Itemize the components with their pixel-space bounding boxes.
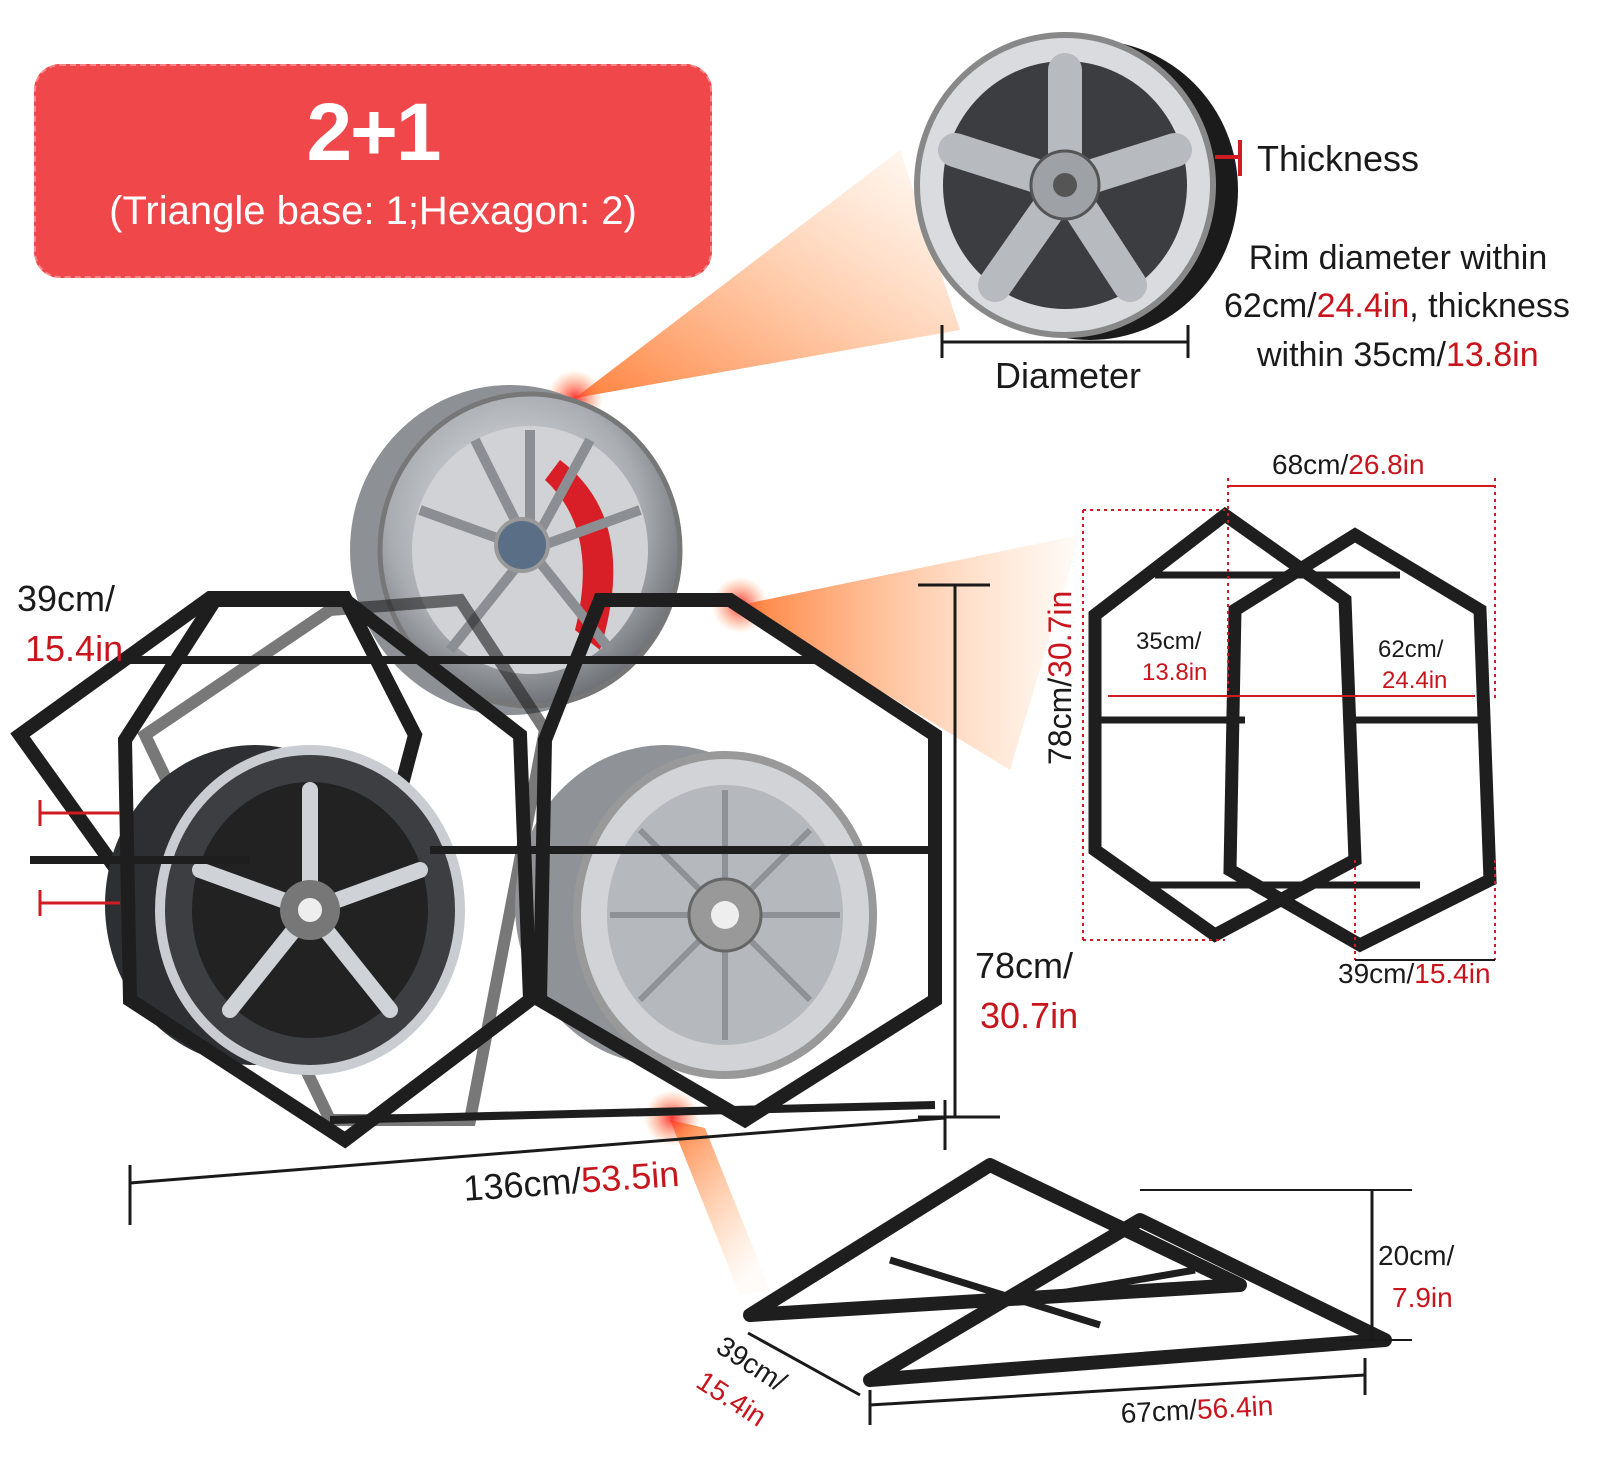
beam-to-wheel	[575, 150, 960, 398]
rim-spec-line-3: within 35cm/13.8in	[1257, 336, 1539, 374]
beam-to-triangle	[670, 1120, 770, 1295]
hexagon-inner-dia-in: 24.4in	[1382, 667, 1448, 694]
triangle-base-icon	[743, 1158, 1412, 1425]
rack-height-cm: 78cm/	[975, 945, 1074, 986]
triangle-height-cm: 20cm/	[1378, 1240, 1455, 1271]
hexagon-inner-depth-cm: 35cm/	[1136, 628, 1202, 655]
hexagon-width: 68cm/26.8in	[1272, 449, 1425, 480]
hexagon-inner-depth-in: 13.8in	[1142, 659, 1208, 686]
thickness-label: Thickness	[1257, 138, 1420, 179]
hexagon-inner-dia-cm: 62cm/	[1378, 636, 1444, 663]
rack-depth-in: 15.4in	[25, 628, 124, 669]
bundle-title: 2+1	[306, 87, 441, 178]
triangle-height-in: 7.9in	[1392, 1282, 1453, 1313]
wheel-rim-icon	[914, 32, 1242, 358]
rack-depth-cm: 39cm/	[17, 578, 116, 619]
hexagon-depth: 39cm/15.4in	[1338, 958, 1491, 989]
rack-height-in: 30.7in	[980, 995, 1079, 1036]
diameter-label: Diameter	[995, 355, 1142, 396]
beam-to-hexagon	[740, 535, 1080, 770]
glow-point	[644, 1090, 700, 1146]
rim-spec-line-1: Rim diameter within	[1248, 239, 1548, 277]
bundle-banner: 2+1 (Triangle base: 1;Hexagon: 2)	[34, 64, 712, 278]
hexagon-height: 78cm/30.7in	[1042, 590, 1078, 765]
rim-spec-line-2: 62cm/24.4in, thickness	[1224, 287, 1570, 325]
bundle-subtitle: (Triangle base: 1;Hexagon: 2)	[109, 189, 637, 233]
hexagon-rack-icon	[10, 385, 1000, 1225]
hexagon-detail-icon	[1082, 478, 1497, 961]
